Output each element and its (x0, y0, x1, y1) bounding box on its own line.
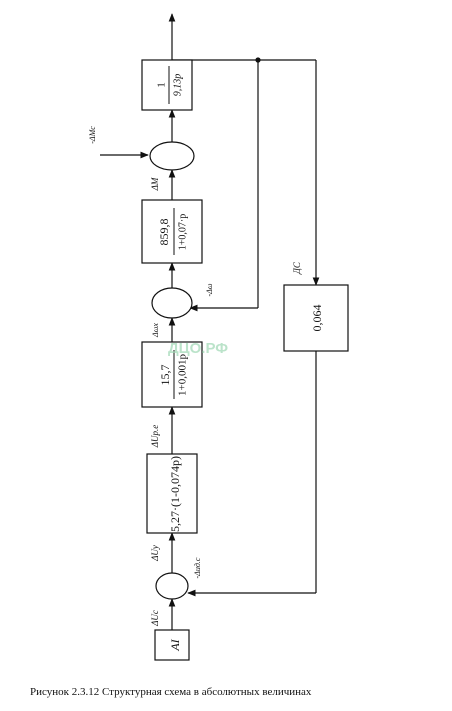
signal-label-input: ΔUс (150, 610, 160, 627)
block-b3-denominator: 1+0,07·p (177, 214, 188, 250)
block-source (154, 629, 190, 661)
signal-label-feedback-block: ДС (292, 261, 302, 275)
figure-caption: Рисунок 2.3.12 Структурная схема в абсол… (30, 686, 312, 698)
signal-label-after-b2: Δωх (151, 323, 160, 338)
signal-label-after-sum1: ΔUу (150, 545, 160, 562)
sum-junction-2 (151, 287, 193, 319)
signal-label-load: -ΔMс (88, 126, 97, 144)
signal-label-feedback-sum2: -Δω (205, 283, 214, 296)
signal-label-feedback-sum1: -Δuд.с (193, 557, 202, 578)
block-b4-denominator: 9,13p (172, 74, 183, 97)
signal-label-after-b1: ΔUp.e (150, 425, 160, 449)
signal-label-after-b3: ΔM (150, 177, 160, 191)
junction-dot (255, 57, 261, 63)
block-b2 (141, 341, 203, 408)
block-b4 (141, 59, 193, 111)
block-source-label: AI (168, 638, 182, 651)
watermark: ДЦО.РФ (168, 340, 229, 357)
block-feedback-label: 0,064 (310, 305, 324, 332)
block-b3-numerator: 859,8 (157, 219, 171, 246)
sum-junction-1 (155, 572, 189, 600)
sum-junction-3 (149, 141, 195, 171)
block-b2-denominator: 1+0,001p (177, 354, 189, 396)
block-feedback (283, 284, 349, 352)
block-b4-numerator: 1 (156, 82, 168, 88)
block-b1-label: 5,27·(1-0,074p) (168, 456, 182, 532)
block-b1 (146, 453, 198, 534)
block-b3 (141, 199, 203, 264)
block-b2-numerator: 15,7 (158, 365, 172, 386)
